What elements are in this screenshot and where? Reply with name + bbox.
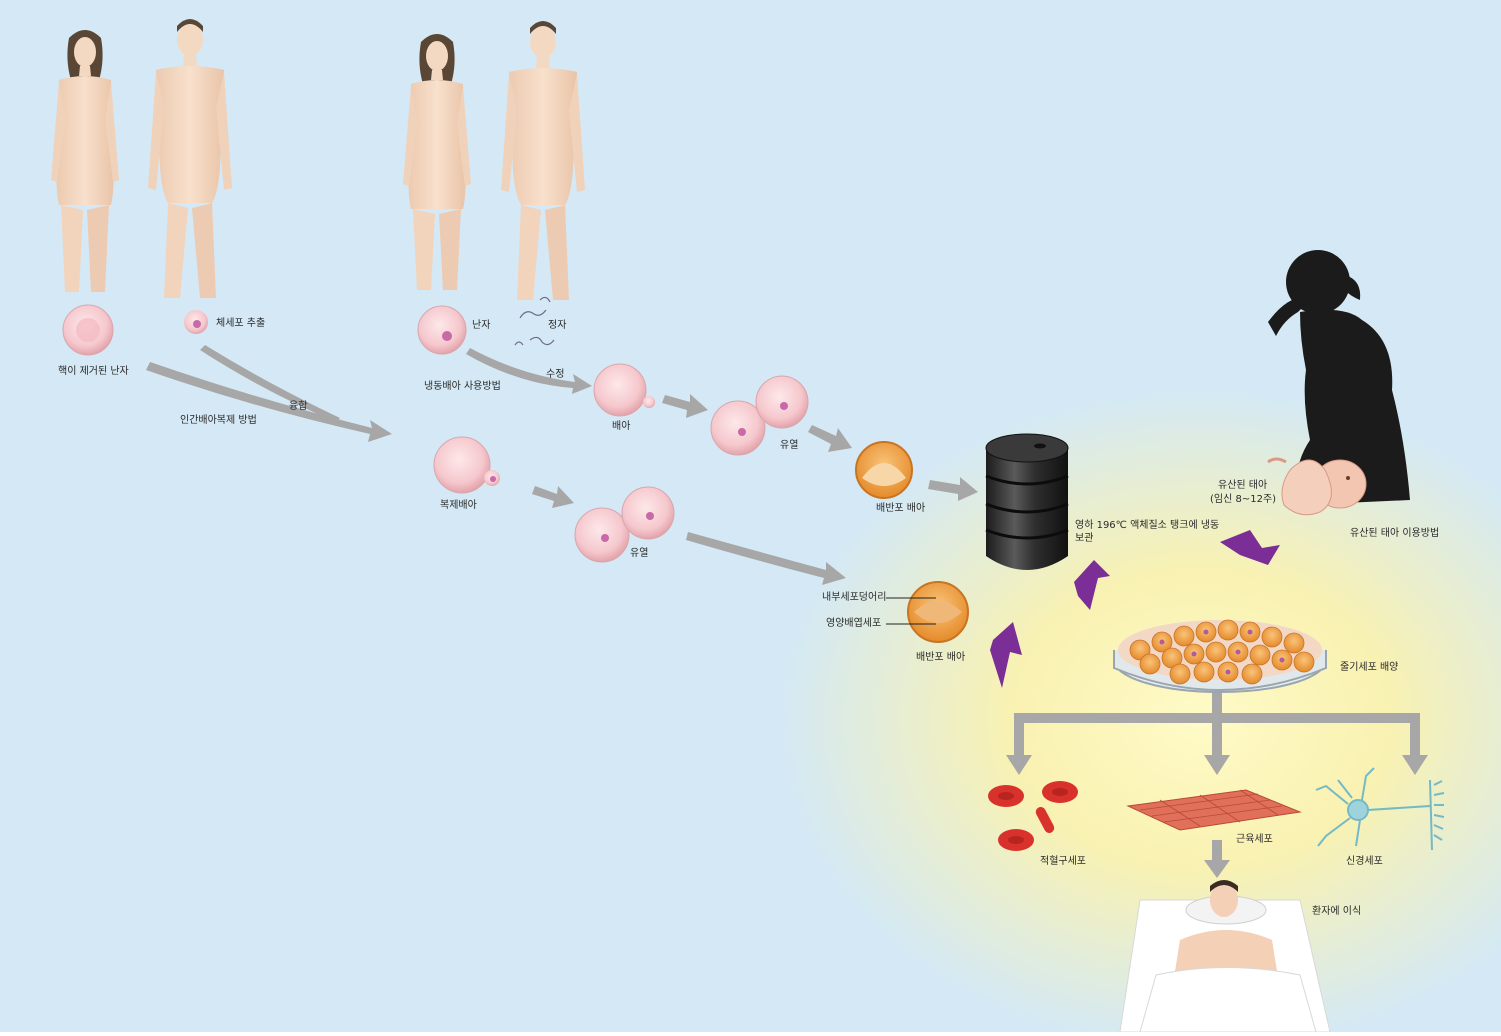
woman-figure-icon [51,30,119,292]
muscle-tissue-icon [1126,789,1302,831]
tree-stem [1212,678,1222,718]
purple-arrow-fetus [1220,530,1280,565]
label-muscle-cell: 근육세포 [1236,834,1273,845]
fertilization-arrow [466,348,592,394]
label-blastocyst-bottom: 배반포 배아 [916,652,966,663]
label-stem-cell-culture: 줄기세포 배양 [1340,662,1399,673]
blastocyst-to-tank-arrow [928,477,978,501]
label-embryo: 배아 [612,421,631,432]
cleavage-embryo-icon [574,486,675,563]
label-aborted-fetus-method: 유산된 태아 이용방법 [1350,528,1440,539]
man-figure-icon [501,21,585,300]
label-cloning-method: 인간배아복제 방법 [180,415,257,426]
cleavage-to-blastocyst-bottom-arrow [686,532,846,585]
label-pregnancy-weeks: (임신 8~12주) [1210,494,1277,505]
purple-arrow-tank [1074,560,1110,610]
egg-cell-icon [62,304,114,356]
label-cloned-embryo: 복제배아 [440,500,477,511]
grey-arrows [146,345,1428,878]
label-cleavage-bottom: 유열 [630,548,649,559]
patient-bed-icon [1119,880,1331,1033]
fusion-arrow-upper [200,345,340,422]
label-sperm: 정자 [548,320,567,331]
nitrogen-tank-icon [985,433,1069,570]
label-cleavage-top: 유열 [780,440,799,451]
label-fertilization: 수정 [546,369,565,380]
pregnant-silhouette-icon [1268,250,1410,505]
label-transplant: 환자에 이식 [1312,906,1362,917]
purple-arrows [990,530,1280,688]
label-nerve-cell: 신경세포 [1346,856,1383,867]
sperm-icon [514,296,555,346]
neuron-icon [1315,767,1445,851]
label-somatic-extraction: 체세포 추출 [216,318,266,329]
purple-arrow-blastocyst [990,622,1022,688]
man-figure-icon [148,19,232,298]
fusion-arrow [146,362,392,442]
label-red-blood-cell: 적혈구세포 [1040,856,1086,867]
woman-figure-icon [403,34,471,290]
label-egg: 난자 [472,320,491,331]
label-trophoblast: 영양배엽세포 [826,618,882,629]
label-frozen-storage: 영하 196℃ 액체질소 탱크에 냉동보관 [1075,520,1220,544]
fetus-icon [1267,457,1367,516]
embryo-icon [433,436,500,494]
blastocyst-icon [855,441,913,499]
label-blastocyst-top: 배반포 배아 [876,503,926,514]
cleavage-embryo-icon [710,375,809,456]
label-frozen-embryo-method: 냉동배아 사용방법 [424,381,501,392]
petri-dish-icon [1113,619,1327,693]
embryo-icon [593,363,655,417]
label-inner-cell-mass: 내부세포덩어리 [822,592,887,603]
cleavage-to-blastocyst-arrow [808,425,852,452]
somatic-cell-icon [184,310,208,334]
red-blood-cell-icon [988,781,1078,851]
label-fusion: 융합 [289,401,308,412]
cloned-to-cleavage-arrow [532,486,574,508]
label-aborted-fetus: 유산된 태아 [1218,480,1268,491]
label-egg-no-nucleus: 핵이 제거된 난자 [58,366,129,377]
blastocyst-icon [886,581,969,643]
egg-cell-icon [417,305,467,355]
embryo-to-cleavage-arrow [662,394,708,418]
